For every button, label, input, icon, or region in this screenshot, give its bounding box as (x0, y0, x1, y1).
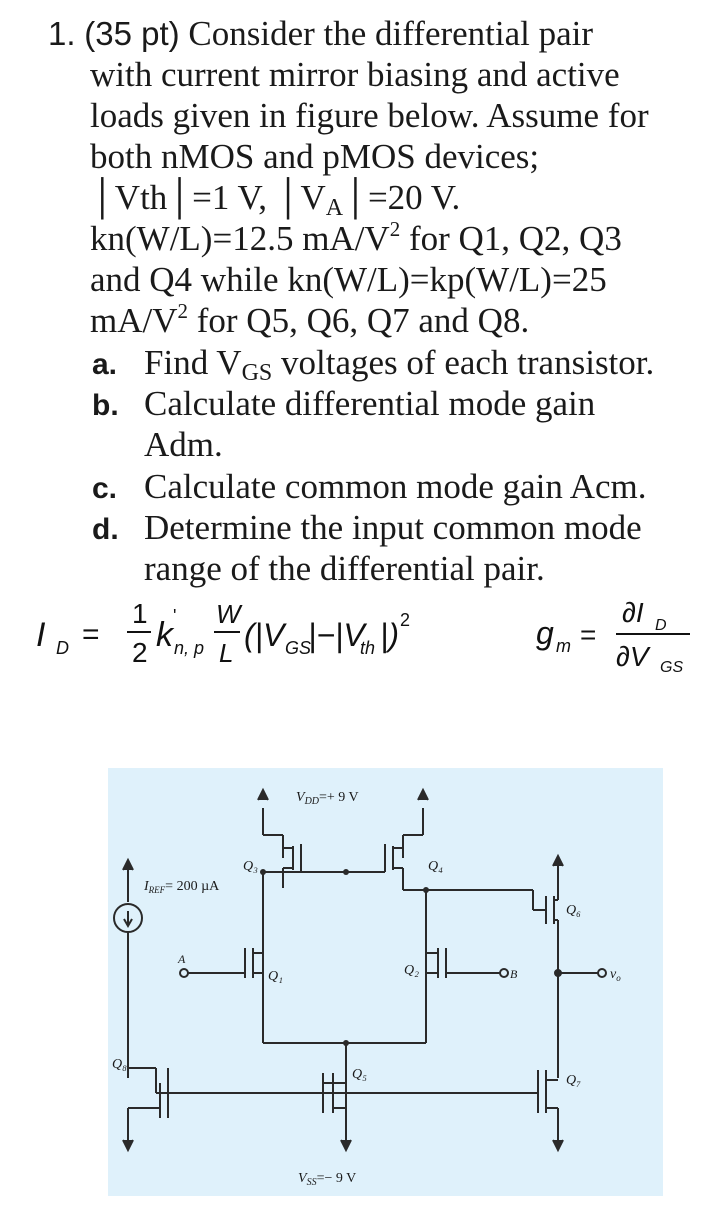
node-b-label: B (510, 967, 518, 981)
svg-text:1: 1 (132, 598, 148, 629)
q3-label: Q₃ (243, 859, 258, 874)
svg-text:th: th (360, 638, 375, 658)
svg-text:L: L (219, 638, 233, 668)
part-d-cont: range of the differential pair. (144, 549, 545, 588)
problem-header: 1. (35 pt) Consider the differential pai… (48, 14, 593, 54)
problem-points: (35 pt) (84, 15, 180, 52)
iref-label: IREF= 200 µA (143, 879, 220, 895)
q5-label: Q₅ (352, 1067, 367, 1082)
svg-text:=: = (82, 618, 100, 651)
svg-text:': ' (173, 606, 176, 626)
svg-text:GS: GS (285, 638, 311, 658)
svg-text:2: 2 (132, 637, 148, 668)
q4-label: Q₄ (428, 859, 443, 874)
q1-label: Q₁ (268, 969, 283, 984)
svg-text:k: k (156, 616, 175, 654)
intro-line-1: Consider the differential pair (188, 14, 594, 53)
kn-line-2: and Q4 while kn(W/L)=kp(W/L)=25 (90, 260, 607, 299)
part-c-label: c. (92, 472, 118, 505)
part-c: c.Calculate common mode gain Acm. (92, 467, 647, 509)
q2-label: Q₂ (404, 963, 419, 978)
part-a-label: a. (92, 348, 118, 381)
circuit-schematic: VDD=+ 9 V VSS=− 9 V IREF= 200 µA A B vo … (112, 787, 621, 1188)
part-b: b.Calculate differential mode gain (92, 384, 595, 426)
param-vth: │Vth│=1 V, (90, 178, 267, 217)
q8-label: Q₈ (112, 1057, 127, 1072)
svg-text:∂V: ∂V (616, 641, 651, 672)
svg-text:D: D (56, 638, 69, 658)
q6-label: Q₆ (566, 903, 581, 918)
part-b-label: b. (92, 389, 119, 422)
part-d: d.Determine the input common mode (92, 508, 642, 550)
intro-line-3: loads given in figure below. Assume for (90, 96, 649, 135)
svg-text:|−|V: |−|V (308, 617, 367, 653)
kn-line-1: kn(W/L)=12.5 mA/V2 for Q1, Q2, Q3 (90, 217, 622, 259)
circuit-figure: VDD=+ 9 V VSS=− 9 V IREF= 200 µA A B vo … (108, 768, 663, 1196)
part-a: a.Find VGS voltages of each transistor. (92, 343, 655, 386)
param-va: │VA│=20 V. (275, 178, 461, 221)
q7-label: Q₇ (566, 1073, 581, 1088)
svg-text:g: g (536, 615, 554, 651)
formula-id: I D = 1 2 k ' n, p W L (|V GS |−|V th |)… (36, 598, 410, 668)
vdd-label: VDD=+ 9 V (296, 790, 359, 807)
formula-gm: g m = ∂I D ∂V GS (536, 597, 690, 675)
node-a-label: A (177, 952, 186, 966)
svg-text:W: W (216, 599, 243, 629)
vss-label: VSS=− 9 V (298, 1171, 356, 1188)
intro-line-4: both nMOS and pMOS devices; (90, 137, 540, 176)
svg-text:GS: GS (660, 659, 683, 675)
svg-text:|): |) (380, 617, 399, 653)
svg-text:n, p: n, p (174, 638, 204, 658)
kn-line-3: mA/V2 for Q5, Q6, Q7 and Q8. (90, 299, 530, 341)
problem-number: 1. (48, 15, 76, 52)
svg-text:m: m (556, 636, 571, 656)
svg-text:D: D (655, 617, 667, 634)
intro-line-2: with current mirror biasing and active (90, 55, 620, 94)
svg-text:∂I: ∂I (622, 597, 644, 628)
svg-text:2: 2 (400, 610, 410, 630)
param-line: │Vth│=1 V, │VA│=20 V. (90, 178, 460, 228)
part-b-cont: Adm. (144, 425, 223, 464)
svg-text:=: = (580, 619, 596, 650)
svg-text:(|V: (|V (244, 617, 287, 653)
part-d-label: d. (92, 513, 119, 546)
id-symbol: I (36, 616, 46, 654)
output-label: vo (610, 967, 621, 983)
